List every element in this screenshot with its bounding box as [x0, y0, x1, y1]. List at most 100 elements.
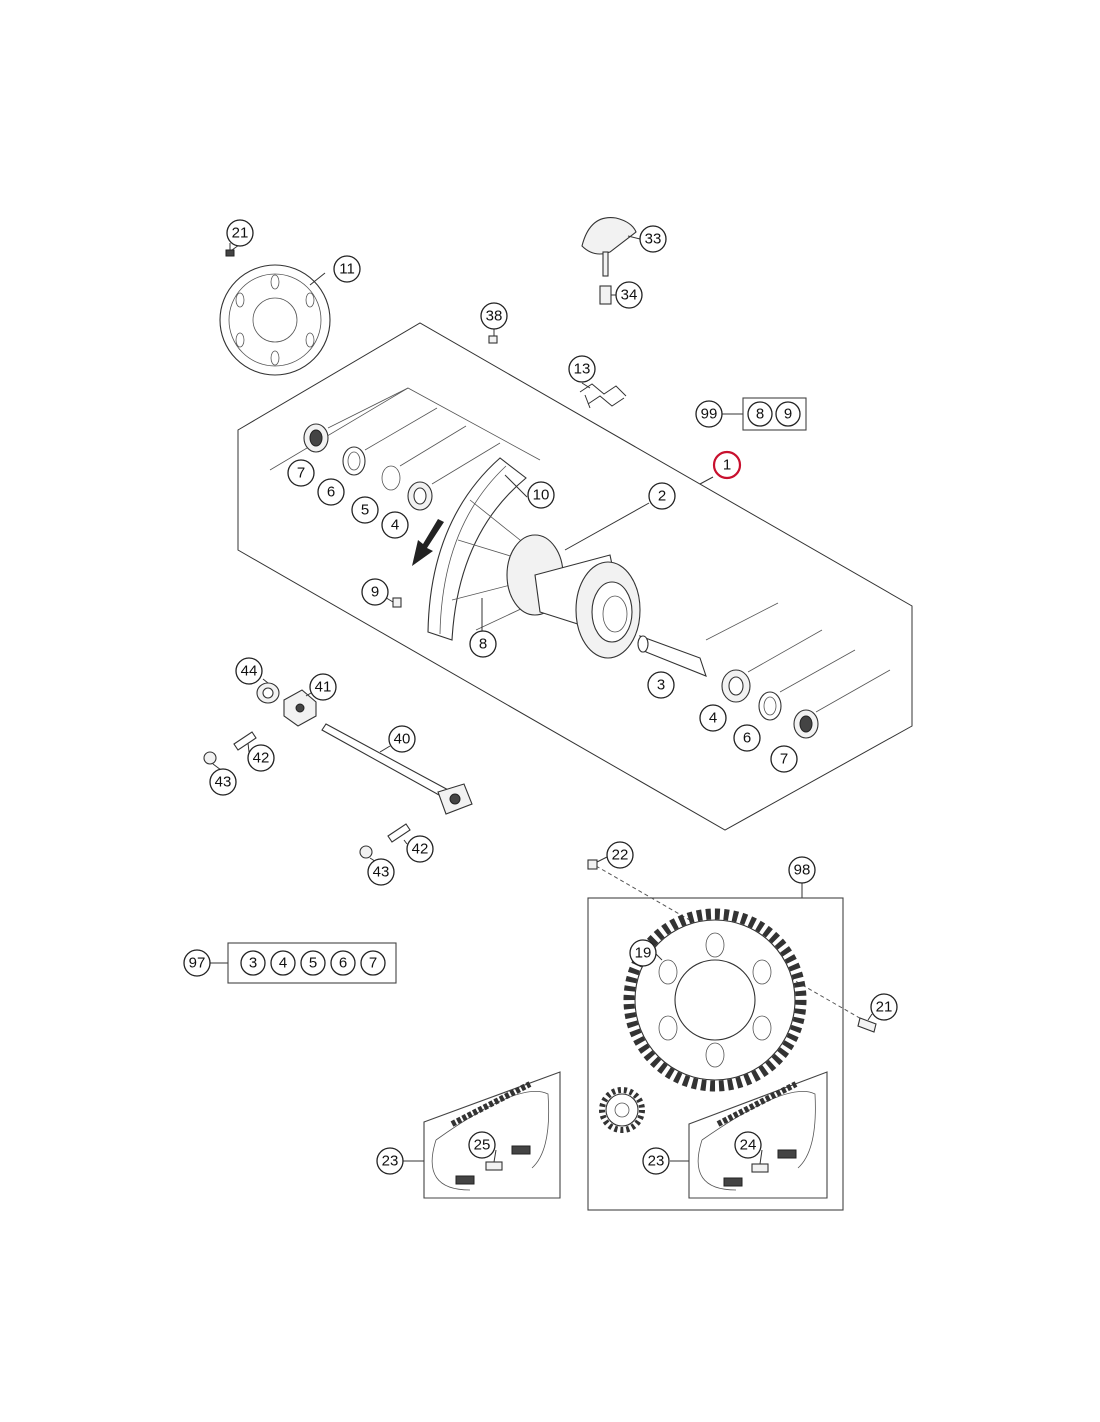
spacer-3 [637, 635, 707, 677]
callout-6-right-label: 6 [743, 730, 751, 747]
wheel-rim [427, 457, 527, 641]
callout-19-label: 19 [635, 945, 652, 962]
callout-99[interactable]: 99 [695, 400, 723, 428]
callout-13[interactable]: 13 [568, 355, 596, 383]
callout-10-label: 10 [533, 487, 550, 504]
callout-22[interactable]: 22 [606, 841, 634, 869]
wheel-hub [451, 499, 641, 659]
chain-adjuster-41 [283, 689, 317, 727]
callout-24[interactable]: 24 [734, 1131, 762, 1159]
callout-21-label: 21 [876, 999, 893, 1016]
nipple-9 [392, 597, 402, 608]
rear-sprocket [623, 908, 807, 1092]
callout-97-item-3-label: 3 [249, 955, 257, 972]
callout-97-item-4[interactable]: 4 [270, 950, 296, 976]
callout-24-label: 24 [740, 1137, 757, 1154]
brake-disc [219, 264, 331, 376]
callout-7-left-label: 7 [297, 465, 305, 482]
callout-5-left[interactable]: 5 [351, 496, 379, 524]
callout-12[interactable]: 21 [226, 219, 254, 247]
callout-97-item-3[interactable]: 3 [240, 950, 266, 976]
callout-34[interactable]: 34 [615, 281, 643, 309]
pin-42-lower [387, 823, 411, 843]
callout-23-right-label: 23 [648, 1153, 665, 1170]
callout-23-left[interactable]: 23 [376, 1147, 404, 1175]
callout-25[interactable]: 25 [468, 1131, 496, 1159]
callout-4-right-label: 4 [709, 710, 717, 727]
callout-4-right[interactable]: 4 [699, 704, 727, 732]
callout-97-item-6[interactable]: 6 [330, 950, 356, 976]
callout-6-left-label: 6 [327, 484, 335, 501]
callout-97-item-7[interactable]: 7 [360, 950, 386, 976]
callout-97-item-5[interactable]: 5 [300, 950, 326, 976]
callout-33[interactable]: 33 [639, 225, 667, 253]
callout-38-label: 38 [486, 308, 503, 325]
left-bearing-set [303, 387, 501, 511]
callout-3[interactable]: 3 [647, 671, 675, 699]
callout-97-item-6-label: 6 [339, 955, 347, 972]
callout-1-highlighted[interactable]: 1 [712, 450, 742, 480]
callout-33-label: 33 [645, 231, 662, 248]
callout-2-label: 2 [658, 488, 666, 505]
callout-4-left-label: 4 [391, 517, 399, 534]
spring-clip-13 [579, 383, 627, 409]
leader-lines [212, 235, 873, 1165]
callout-42-lower-label: 42 [412, 841, 429, 858]
axle-nut-44 [256, 682, 280, 704]
callout-7-right-label: 7 [780, 751, 788, 768]
callout-6-left[interactable]: 6 [317, 478, 345, 506]
callout-43-upper-label: 43 [215, 774, 232, 791]
callout-97-item-4-label: 4 [279, 955, 287, 972]
callout-10[interactable]: 10 [527, 481, 555, 509]
callout-group: 21 11 33 34 38 13 99 8 9 1 2 10 7 6 5 4 … [183, 219, 898, 1175]
bolt-34 [599, 285, 612, 305]
seat-part [581, 217, 637, 277]
chain-kit-right [688, 1071, 828, 1199]
callout-11-label: 11 [339, 261, 355, 278]
axle-40 [321, 723, 473, 815]
callout-9[interactable]: 9 [361, 578, 389, 606]
callout-97-item-7-label: 7 [369, 955, 377, 972]
callout-97-label: 97 [189, 955, 206, 972]
pin-42-upper [233, 731, 257, 751]
callout-13-label: 13 [574, 361, 591, 378]
callout-99-item-9-label: 9 [784, 406, 792, 423]
callout-5-left-label: 5 [361, 502, 369, 519]
callout-42-lower[interactable]: 42 [406, 835, 434, 863]
callout-97[interactable]: 97 [183, 949, 211, 977]
callout-19[interactable]: 19 [629, 939, 657, 967]
callout-38[interactable]: 38 [480, 302, 508, 330]
callout-42-upper[interactable]: 42 [247, 744, 275, 772]
nipple-38 [488, 335, 498, 344]
callout-12-label: 21 [232, 225, 249, 242]
callout-41-label: 41 [315, 679, 332, 696]
callout-11[interactable]: 11 [333, 255, 361, 283]
callout-44-label: 44 [241, 663, 258, 680]
callout-3-label: 3 [657, 677, 665, 694]
callout-4-left[interactable]: 4 [381, 511, 409, 539]
callout-6-right[interactable]: 6 [733, 724, 761, 752]
callout-42-upper-label: 42 [253, 750, 270, 767]
callout-43-lower[interactable]: 43 [367, 858, 395, 886]
callout-40[interactable]: 40 [388, 725, 416, 753]
callout-7-right[interactable]: 7 [770, 745, 798, 773]
callout-99-item-8[interactable]: 8 [747, 401, 773, 427]
front-sprocket [599, 1087, 645, 1133]
callout-21[interactable]: 21 [870, 993, 898, 1021]
callout-98[interactable]: 98 [788, 856, 816, 884]
callout-44[interactable]: 44 [235, 657, 263, 685]
callout-43-upper[interactable]: 43 [209, 768, 237, 796]
callout-7-left[interactable]: 7 [287, 459, 315, 487]
callout-2[interactable]: 2 [648, 482, 676, 510]
callout-99-item-8-label: 8 [756, 406, 764, 423]
callout-8-label: 8 [479, 636, 487, 653]
callout-23-right[interactable]: 23 [642, 1147, 670, 1175]
callout-40-label: 40 [394, 731, 411, 748]
callout-43-lower-label: 43 [373, 864, 390, 881]
callout-8[interactable]: 8 [469, 630, 497, 658]
callout-98-label: 98 [794, 862, 811, 879]
callout-41[interactable]: 41 [309, 673, 337, 701]
nut-22 [587, 859, 598, 870]
bolt-21 [857, 1017, 877, 1033]
callout-99-item-9[interactable]: 9 [775, 401, 801, 427]
